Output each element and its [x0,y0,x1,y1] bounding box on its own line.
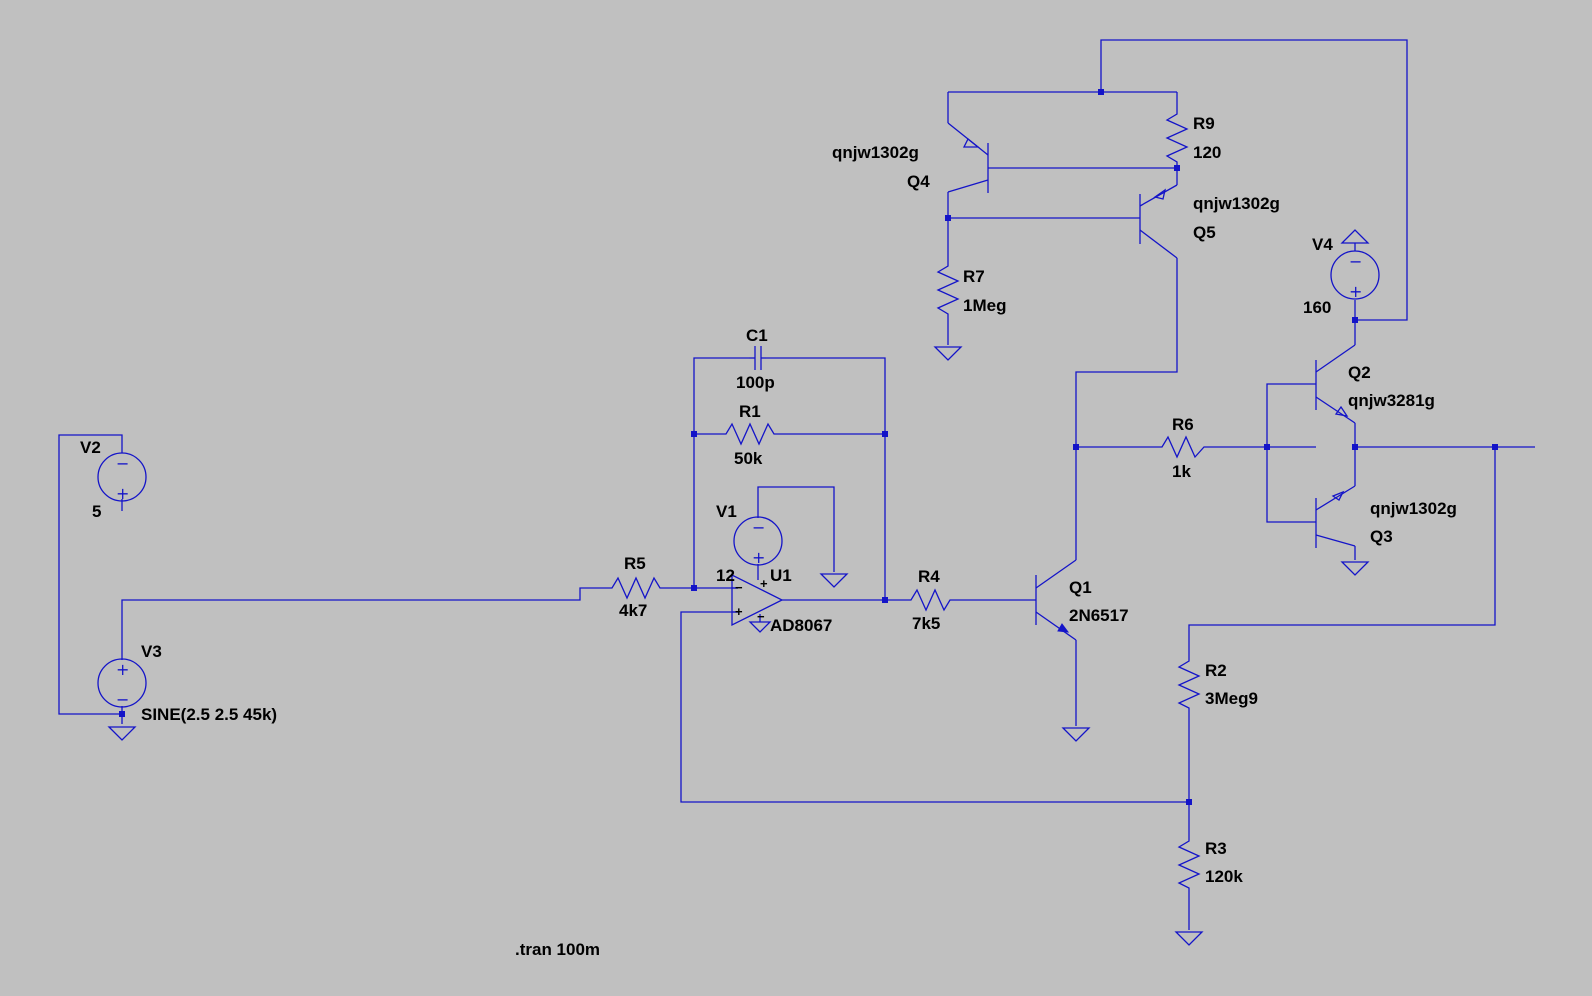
q2-value: qnjw3281g [1348,391,1435,410]
svg-text:+: + [116,484,129,503]
voltage-source-v2[interactable]: − + [97,452,147,503]
v2-value: 5 [92,502,101,521]
r4-value: 7k5 [912,614,940,633]
resistor-r6[interactable] [1156,435,1210,459]
voltage-source-v3[interactable]: + − [97,658,147,709]
r6-value: 1k [1172,462,1191,481]
resistor-r9[interactable] [1165,108,1189,165]
q2-name: Q2 [1348,363,1371,382]
r5-value: 4k7 [619,601,647,620]
op-amp-u1[interactable]: − + + − [731,573,784,627]
r1-value: 50k [734,449,763,468]
q4-name: Q4 [907,172,930,191]
ground-q3 [1340,561,1370,576]
transistor-q5[interactable] [1139,184,1178,259]
r3-value: 120k [1205,867,1243,886]
r7-name: R7 [963,267,985,286]
svg-text:−: − [752,518,765,537]
v4-name: V4 [1312,235,1333,254]
v1-name: V1 [716,502,737,521]
junctions [119,89,1498,805]
ground-op-amp [748,621,772,633]
transistor-q2[interactable] [1315,344,1356,424]
resistor-r3[interactable] [1177,835,1201,890]
svg-text:+: + [760,576,768,591]
ground-v3 [107,726,137,741]
svg-text:−: − [1349,252,1362,271]
ground-q1 [1061,727,1091,742]
v1-value: 12 [716,566,735,585]
labels: V2 5 V3 SINE(2.5 2.5 45k) R5 4k7 C1 100p… [80,114,1457,959]
capacitor-c1[interactable] [749,346,766,370]
voltage-source-v1[interactable]: − + [733,516,783,567]
v3-name: V3 [141,642,162,661]
svg-text:−: − [757,609,765,624]
v2-name: V2 [80,438,101,457]
transistor-q4[interactable] [947,122,989,193]
svg-text:+: + [735,604,743,619]
ground-r3 [1174,931,1204,946]
q1-name: Q1 [1069,578,1092,597]
svg-text:−: − [116,454,129,473]
voltage-source-v4[interactable]: − + [1330,229,1380,301]
resistor-r7[interactable] [936,260,960,320]
svg-text:+: + [752,548,765,567]
v3-value: SINE(2.5 2.5 45k) [141,705,277,724]
svg-text:+: + [116,660,129,679]
transistor-q3[interactable] [1315,485,1356,548]
r4-name: R4 [918,567,940,586]
q3-value: qnjw1302g [1370,499,1457,518]
svg-text:−: − [116,690,129,709]
r1-name: R1 [739,402,761,421]
r9-value: 120 [1193,143,1221,162]
q5-name: Q5 [1193,223,1216,242]
svg-text:−: − [735,580,743,595]
u1-name: U1 [770,566,792,585]
wires [58,39,1535,930]
ground-r7 [933,346,963,361]
r3-name: R3 [1205,839,1227,858]
v4-value: 160 [1303,298,1331,317]
c1-value: 100p [736,373,775,392]
u1-value: AD8067 [770,616,832,635]
q1-value: 2N6517 [1069,606,1129,625]
r2-name: R2 [1205,661,1227,680]
svg-text:+: + [1349,282,1362,301]
r5-name: R5 [624,554,646,573]
q3-name: Q3 [1370,527,1393,546]
r6-name: R6 [1172,415,1194,434]
transistor-q1[interactable] [1035,559,1077,641]
resistor-r4[interactable] [905,588,955,612]
spice-directive: .tran 100m [515,940,600,959]
c1-name: C1 [746,326,768,345]
resistor-r1[interactable] [720,422,780,446]
r2-value: 3Meg9 [1205,689,1258,708]
q5-value: qnjw1302g [1193,194,1280,213]
q4-value: qnjw1302g [832,143,919,162]
ground-v1 [819,573,849,588]
r7-value: 1Meg [963,296,1006,315]
resistor-r5[interactable] [605,576,665,600]
r9-name: R9 [1193,114,1215,133]
resistor-r2[interactable] [1177,655,1201,710]
